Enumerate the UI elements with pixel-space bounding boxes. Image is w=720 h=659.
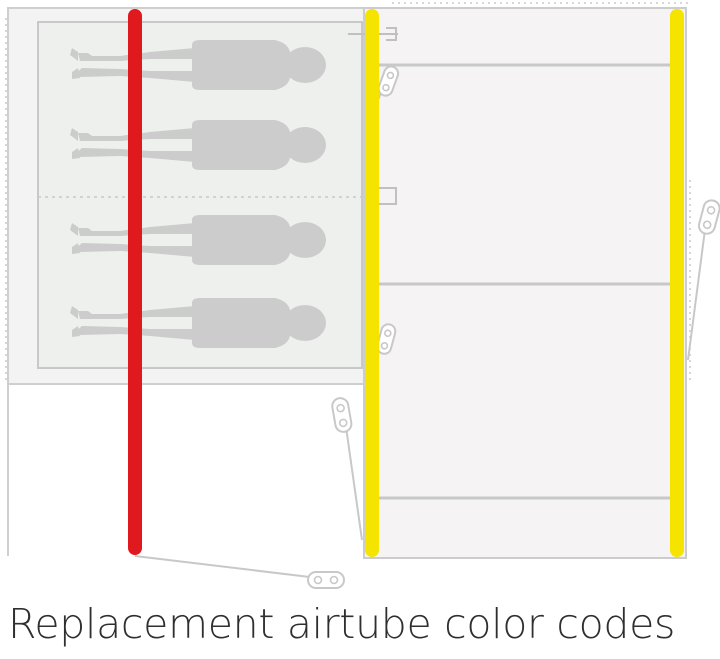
diagram-caption: Replacement airtube color codes xyxy=(8,600,676,648)
clip-icon xyxy=(376,187,397,205)
airtubes xyxy=(128,9,684,557)
peg-icon xyxy=(307,571,345,589)
tent-floorplan-diagram xyxy=(5,2,720,589)
entrance-area xyxy=(7,383,364,556)
outer-footprint xyxy=(5,2,691,380)
peg-icon xyxy=(331,397,353,433)
peg-icon xyxy=(376,323,397,355)
peg-icon xyxy=(377,65,400,97)
peg-icon xyxy=(697,199,720,235)
peg-icons xyxy=(307,65,720,589)
vestibule xyxy=(363,7,687,559)
